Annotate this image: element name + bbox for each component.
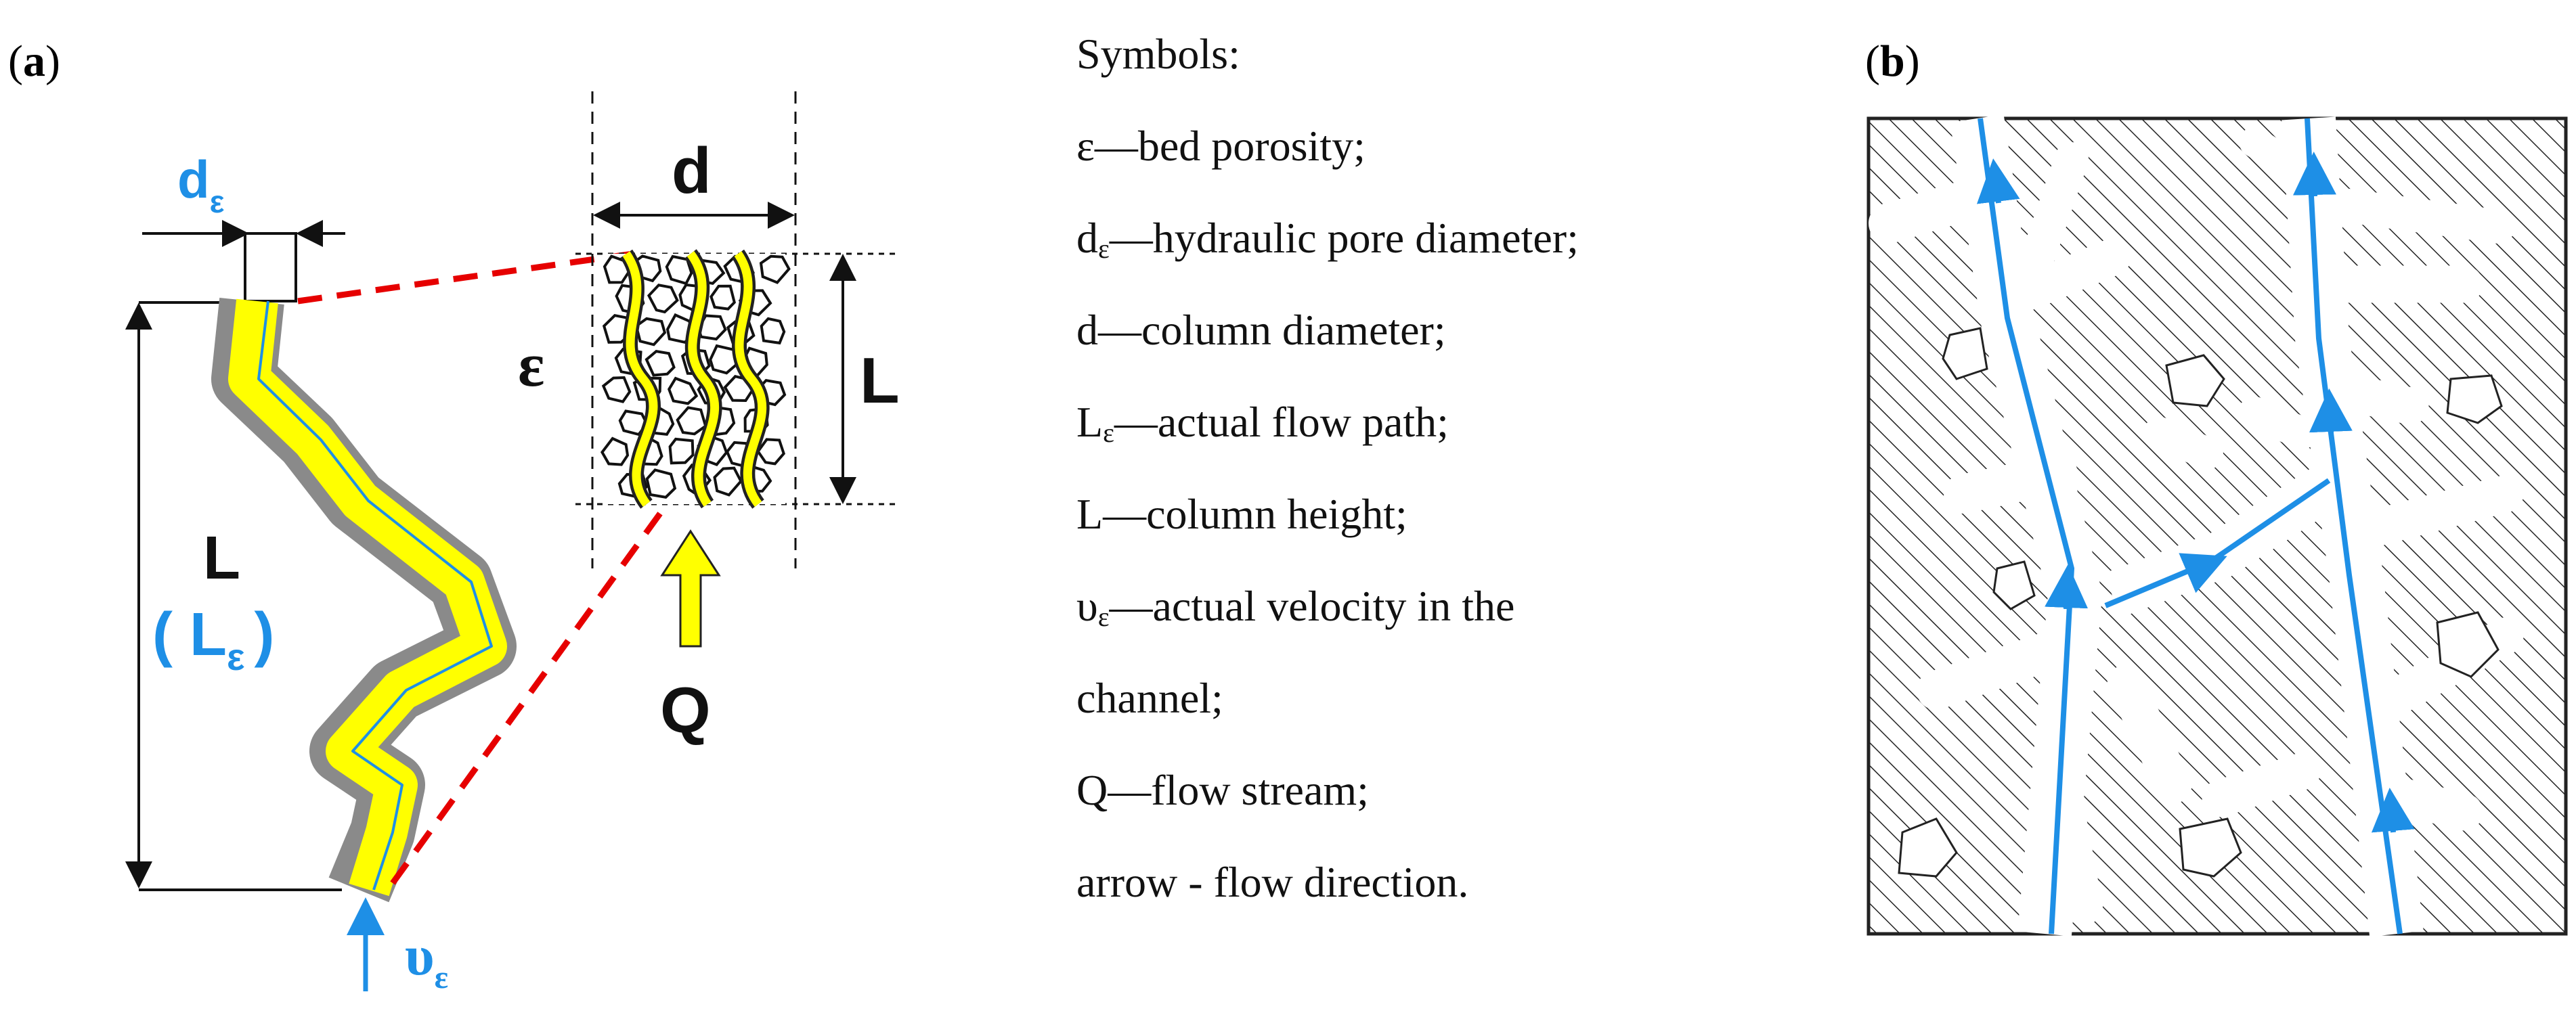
isolated-pore-5 bbox=[2436, 611, 2499, 678]
branch-4 bbox=[1944, 454, 2078, 514]
flow-arrow-5 bbox=[2309, 388, 2353, 434]
legend-title: Symbols: bbox=[1076, 30, 1240, 78]
bed-particle bbox=[668, 437, 695, 465]
bed-particle bbox=[618, 409, 649, 436]
branch-16 bbox=[2238, 397, 2318, 449]
porosity-label: ε bbox=[518, 330, 544, 399]
branch-2 bbox=[2012, 238, 2131, 310]
legend-item: channel; bbox=[1076, 665, 1753, 757]
branch-3 bbox=[2021, 142, 2089, 274]
isolated-pore-7 bbox=[2179, 817, 2242, 878]
bed-particle bbox=[667, 376, 699, 405]
height-label-left: L bbox=[203, 524, 240, 592]
flow-arrow-1 bbox=[1976, 158, 2020, 204]
bed-channel-3 bbox=[734, 251, 767, 507]
bed-particle bbox=[601, 376, 632, 403]
legend-item: Lε—actual flow path; bbox=[1076, 388, 1753, 480]
legend-item: ε—bed porosity; bbox=[1076, 112, 1753, 204]
bed-particle bbox=[645, 468, 677, 499]
legend-description: arrow - flow direction. bbox=[1076, 858, 1469, 906]
isolated-pores bbox=[1898, 327, 2503, 878]
flow-arrow-2 bbox=[2045, 564, 2089, 610]
bed-channel-1 bbox=[622, 251, 658, 507]
legend-item: dε—hydraulic pore diameter; bbox=[1076, 204, 1753, 296]
bed-particle bbox=[647, 284, 679, 314]
flow-arrow-3 bbox=[2179, 553, 2227, 593]
legend-items: ε—bed porosity;dε—hydraulic pore diamete… bbox=[1076, 112, 1753, 941]
isolated-pore-2 bbox=[2165, 354, 2225, 407]
branch-7 bbox=[2202, 752, 2321, 817]
isolated-pore-1 bbox=[1942, 327, 1988, 380]
branch-8 bbox=[2364, 773, 2483, 831]
channel-flow bbox=[228, 298, 507, 897]
branch-17 bbox=[2047, 781, 2103, 924]
bed-channel-2 bbox=[686, 251, 720, 507]
panel-b-label: (b) bbox=[1865, 37, 1920, 86]
legend-description: —hydraulic pore diameter; bbox=[1109, 214, 1579, 262]
column-height-label: L bbox=[860, 344, 900, 417]
packed-bed bbox=[601, 249, 791, 509]
branch-13 bbox=[2312, 186, 2515, 244]
legend-item: Q—flow stream; bbox=[1076, 757, 1753, 849]
branch-5 bbox=[1917, 623, 2091, 710]
legend-subscript: ε bbox=[1103, 418, 1114, 448]
bed-particle bbox=[601, 436, 630, 466]
legend-symbol: d bbox=[1076, 214, 1098, 262]
bed-particle bbox=[760, 317, 786, 345]
bed-particle bbox=[759, 254, 791, 284]
legend-symbol: L bbox=[1076, 490, 1104, 538]
legend-symbol: d bbox=[1076, 306, 1098, 354]
bed-particle bbox=[645, 349, 676, 377]
flow-arrow-6 bbox=[2371, 788, 2415, 833]
legend-description: —bed porosity; bbox=[1094, 122, 1366, 170]
legend-subscript: ε bbox=[1098, 233, 1110, 264]
zoom-connector-top bbox=[297, 250, 634, 305]
legend-description: —actual velocity in the bbox=[1109, 582, 1515, 630]
panel-a-label: (a) bbox=[8, 37, 60, 86]
flow-stream-arrow bbox=[660, 529, 721, 648]
streamline-right bbox=[2305, 118, 2403, 935]
legend-symbol: υ bbox=[1076, 582, 1098, 630]
legend-symbol: Q bbox=[1076, 766, 1108, 814]
flow-arrow-4 bbox=[2292, 152, 2336, 197]
legend-item: υε—actual velocity in the bbox=[1076, 572, 1753, 665]
column-diameter-label: d bbox=[672, 135, 712, 207]
branch-1 bbox=[1869, 183, 1977, 244]
legend-description: —actual flow path; bbox=[1114, 398, 1449, 446]
legend-subscript: ε bbox=[1097, 602, 1110, 632]
legend-description: —column height; bbox=[1103, 490, 1407, 538]
pore-diameter-label: dε bbox=[177, 150, 225, 219]
flow-streamlines bbox=[1976, 118, 2415, 935]
legend-item: d—column diameter; bbox=[1076, 296, 1753, 388]
legend-item: arrow - flow direction. bbox=[1076, 849, 1753, 941]
branch-6 bbox=[2107, 665, 2192, 804]
legend-description: —column diameter; bbox=[1098, 306, 1446, 354]
legend-symbol: ε bbox=[1076, 122, 1095, 170]
bed-particle bbox=[710, 284, 737, 311]
channel-centerline bbox=[257, 300, 493, 891]
legend-description: —flow stream; bbox=[1108, 766, 1369, 814]
branch-10 bbox=[2357, 475, 2524, 547]
panel-a: (a) dε L ( Lε) υε d bbox=[8, 37, 900, 995]
isolated-pore-4 bbox=[1992, 560, 2036, 610]
flow-stream-label: Q bbox=[660, 674, 711, 746]
symbols-legend: Symbols: ε—bed porosity;dε—hydraulic por… bbox=[1076, 20, 1753, 941]
isolated-pore-6 bbox=[1898, 817, 1958, 878]
bed-particle bbox=[713, 466, 743, 497]
bed-particle bbox=[676, 406, 707, 436]
flow-path-label: ( Lε) bbox=[152, 601, 275, 678]
branch-15 bbox=[2143, 417, 2223, 470]
streamline-left bbox=[1978, 118, 2075, 935]
panel-b: (b) bbox=[1865, 37, 2568, 937]
branch-11 bbox=[2330, 374, 2429, 425]
isolated-pore-3 bbox=[2446, 374, 2503, 424]
velocity-label: υε bbox=[405, 924, 448, 995]
legend-symbol: L bbox=[1076, 398, 1104, 446]
legend-item: L—column height; bbox=[1076, 480, 1753, 572]
pore-inlet-box bbox=[244, 232, 297, 302]
legend-description: channel; bbox=[1076, 674, 1223, 722]
